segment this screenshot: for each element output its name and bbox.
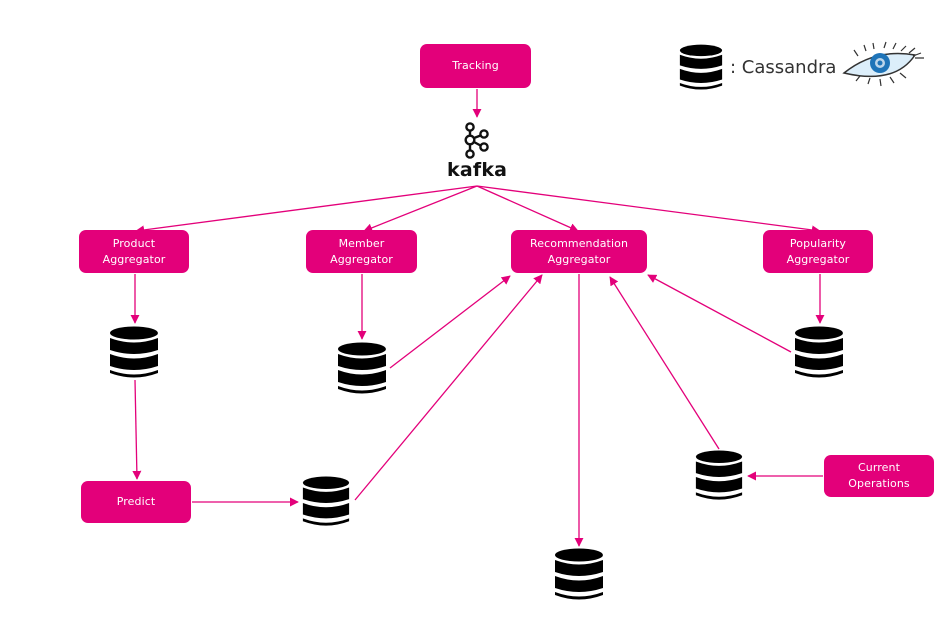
edge-product-db-predict — [132, 379, 142, 480]
database-icon-popularity — [795, 326, 843, 378]
database-icon-predict — [302, 476, 350, 526]
database-icon-product — [110, 326, 158, 378]
edge-kafka-product-aggregator — [135, 185, 478, 235]
legend-database-icon — [679, 44, 723, 90]
product-aggregator-label-line1: Product — [112, 236, 156, 250]
edge-current-ops-db-recommendation — [609, 276, 720, 450]
edges — [130, 89, 825, 547]
member-aggregator-label-line1: Member — [338, 236, 385, 250]
current-operations-label-line1: Current — [857, 461, 900, 474]
tracking-node[interactable]: Tracking — [420, 44, 531, 88]
database-icon-current-ops — [695, 450, 743, 500]
popularity-aggregator-node[interactable]: Popularity Aggregator — [763, 230, 873, 273]
recommendation-aggregator-label-line1: Recommendation — [529, 236, 629, 250]
member-aggregator-node[interactable]: Member Aggregator — [306, 230, 417, 273]
kafka-label: kafka — [447, 159, 508, 181]
current-operations-label-line2: Operations — [848, 477, 910, 490]
predict-label: Predict — [116, 495, 156, 508]
edge-kafka-popularity-aggregator — [476, 185, 821, 235]
legend-cassandra-label: : Cassandra — [730, 57, 837, 78]
cassandra-eye-logo-icon — [842, 41, 924, 87]
edge-kafka-recommendation-aggregator — [476, 185, 579, 232]
edge-predict-db-recommendation — [354, 274, 543, 501]
popularity-aggregator-label-line2: Aggregator — [786, 252, 850, 266]
product-aggregator-label-line2: Aggregator — [102, 252, 166, 266]
recommendation-aggregator-label-line2: Aggregator — [547, 252, 611, 266]
member-aggregator-label-line2: Aggregator — [330, 252, 393, 266]
current-operations-node[interactable]: Current Operations — [824, 455, 934, 497]
edge-member-db-recommendation — [389, 275, 511, 369]
kafka-logo-icon — [464, 122, 489, 159]
popularity-aggregator-label-line1: Popularity — [789, 236, 847, 250]
tracking-label: Tracking — [452, 59, 499, 72]
edge-kafka-member-aggregator — [363, 185, 478, 233]
recommendation-aggregator-node[interactable]: Recommendation Aggregator — [511, 230, 647, 273]
database-icon-member — [338, 342, 386, 394]
predict-node[interactable]: Predict — [81, 481, 191, 523]
database-icon-recommendation — [555, 548, 603, 600]
product-aggregator-node[interactable]: Product Aggregator — [79, 230, 189, 273]
edge-popularity-db-recommendation — [647, 274, 792, 353]
